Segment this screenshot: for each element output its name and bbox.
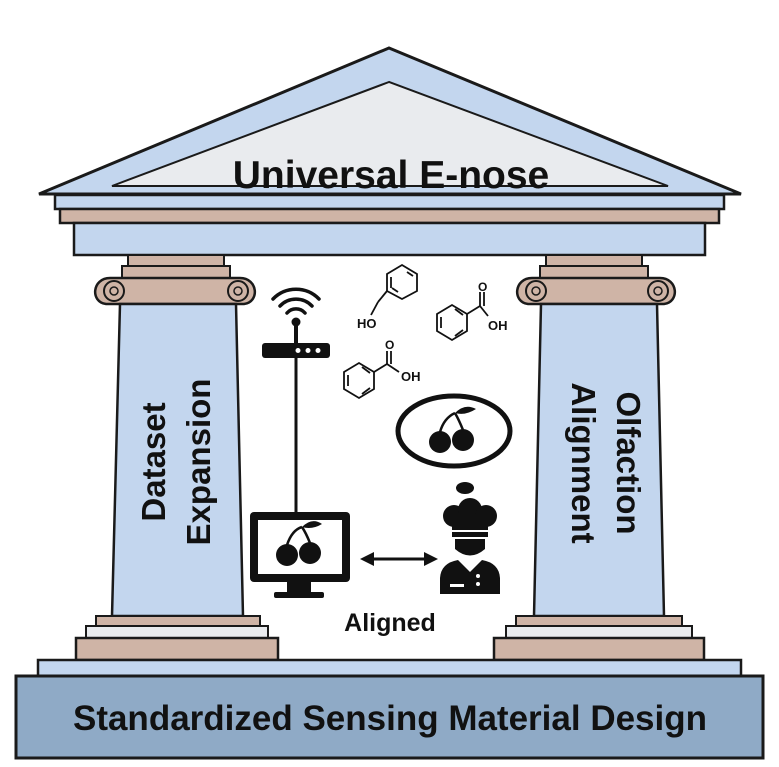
left-pillar-line1: Dataset — [135, 402, 172, 521]
wifi-router-icon — [262, 287, 330, 512]
double-arrow-icon — [360, 552, 438, 566]
monitor-cherry-icon — [250, 512, 350, 598]
benzyl-alcohol-label: HO — [357, 316, 377, 331]
benzoic-acid-molecule-2 — [343, 351, 400, 400]
cherry-thought-bubble-icon — [395, 393, 513, 494]
benzoic-acid-1-label: OH — [488, 318, 508, 333]
base — [14, 658, 765, 760]
chef-icon — [440, 498, 500, 594]
aligned-label: Aligned — [344, 609, 436, 637]
roof-title: Universal E-nose — [233, 154, 549, 197]
right-pillar-line2: Alignment — [565, 382, 602, 543]
right-pillar — [492, 254, 706, 662]
right-pillar-line1: Olfaction — [610, 391, 647, 534]
benzoic-acid-molecule-1 — [436, 292, 489, 342]
benzyl-alcohol-molecule — [370, 263, 418, 316]
base-title: Standardized Sensing Material Design — [73, 699, 707, 738]
left-pillar-line2: Expansion — [180, 379, 217, 546]
benzoic-acid-2-label: OH — [401, 369, 421, 384]
roof — [38, 46, 742, 257]
benzoic-acid-1-o-label: O — [478, 280, 487, 294]
left-pillar — [74, 254, 280, 662]
benzoic-acid-2-o-label: O — [385, 338, 394, 352]
